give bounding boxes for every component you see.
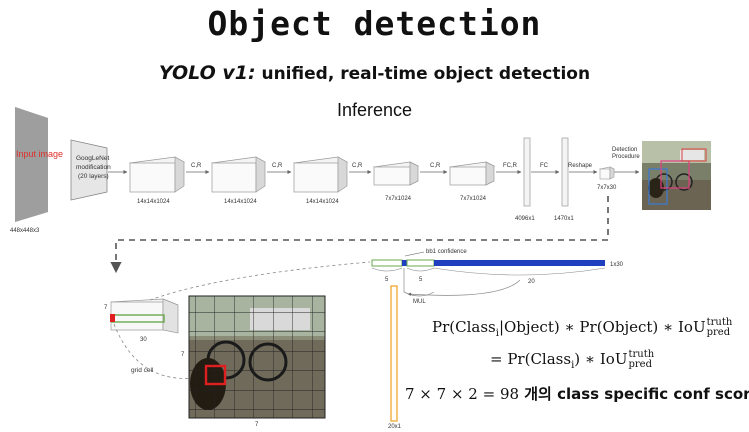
- output-tensor: 7x7x30 Detection Procedure: [597, 147, 640, 191]
- feature-block-3: 14x14x1024: [292, 156, 349, 205]
- block-3-size: 14x14x1024: [306, 199, 339, 205]
- arrow-label-3: C,R: [352, 163, 363, 169]
- googlenet-label-1: GoogLeNet: [76, 155, 109, 162]
- arrow-label-7: Reshape: [568, 163, 593, 169]
- prediction-vector: 1x30 bb1 confidence 5 5 20: [371, 249, 624, 285]
- arrow-label-5: FC,R: [503, 163, 518, 169]
- cube-depth: 30: [140, 337, 147, 343]
- arrow-label-6: FC: [540, 163, 549, 169]
- cube-dim: 7: [104, 305, 108, 311]
- detection-label-1: Detection: [612, 147, 637, 153]
- input-image: Input image 448x448x3: [10, 107, 63, 234]
- googlenet-label-2: modification: [76, 164, 111, 171]
- googlenet-label-3: (20 layers): [78, 173, 109, 180]
- output-size: 7x7x30: [597, 185, 617, 191]
- arrow-label-1: C,R: [191, 163, 202, 169]
- block-4-size: 7x7x1024: [385, 196, 412, 202]
- column-size: 20x1: [388, 424, 402, 430]
- fc-layer-1: 4096x1: [515, 137, 535, 222]
- formula-line-3: 7 × 7 × 2 = 98 개의 class specific conf sc…: [405, 383, 749, 404]
- arrow-labels: C,R C,R C,R C,R FC,R FC Reshape: [191, 163, 593, 169]
- googlenet-block: GoogLeNet modification (20 layers): [70, 139, 111, 201]
- block-1-size: 14x14x1024: [137, 199, 170, 205]
- arrow-label-2: C,R: [272, 163, 283, 169]
- block-5-size: 7x7x1024: [460, 196, 487, 202]
- feature-block-1: 14x14x1024: [128, 156, 186, 205]
- feature-block-4: 7x7x1024: [372, 161, 420, 202]
- subtitle-text: unified, real-time object detection: [255, 64, 591, 84]
- grid-dim-bottom: 7: [255, 422, 259, 428]
- grid-dim-left: 7: [181, 352, 185, 358]
- feature-block-5: 7x7x1024: [448, 161, 496, 202]
- mul-label: MUL: [413, 299, 426, 305]
- detection-result-image: [642, 141, 711, 210]
- block-2-size: 14x14x1024: [224, 199, 257, 205]
- feature-block-2: 14x14x1024: [210, 156, 267, 205]
- formula-line-3-text: 개의 class specific conf score: [519, 385, 749, 403]
- segment-label-b: 5: [419, 277, 423, 283]
- mul-arrows: MUL: [403, 268, 521, 305]
- vector-size: 1x30: [610, 262, 624, 268]
- grid-cell-label: grid cell: [131, 367, 154, 374]
- grid-image: grid cell 7 7: [131, 295, 326, 428]
- detection-label-2: Procedure: [612, 154, 640, 160]
- fc2-size: 1470x1: [554, 216, 574, 222]
- input-size: 448x448x3: [10, 228, 40, 234]
- arrow-label-4: C,R: [430, 163, 441, 169]
- section-label-inference: Inference: [336, 100, 413, 120]
- dashed-connector: [110, 196, 609, 274]
- fc1-size: 4096x1: [515, 216, 535, 222]
- class-score-column: 20x1: [388, 285, 402, 430]
- subtitle-emphasis: YOLO v1:: [158, 62, 256, 84]
- bbox-confidence-label: bb1 confidence: [426, 249, 467, 255]
- page-subtitle: YOLO v1: unified, real-time object detec…: [0, 62, 749, 84]
- formula-line-3-eq: 7 × 7 × 2 = 98: [405, 385, 520, 403]
- segment-label-c: 20: [528, 279, 535, 285]
- page-title: Object detection: [207, 4, 542, 43]
- fc-layer-2: 1470x1: [554, 137, 574, 222]
- input-label: Input image: [16, 149, 63, 159]
- grid-cell-highlight: [204, 364, 227, 386]
- detail-cube: 30 7: [104, 298, 179, 343]
- segment-label-a: 5: [385, 277, 389, 283]
